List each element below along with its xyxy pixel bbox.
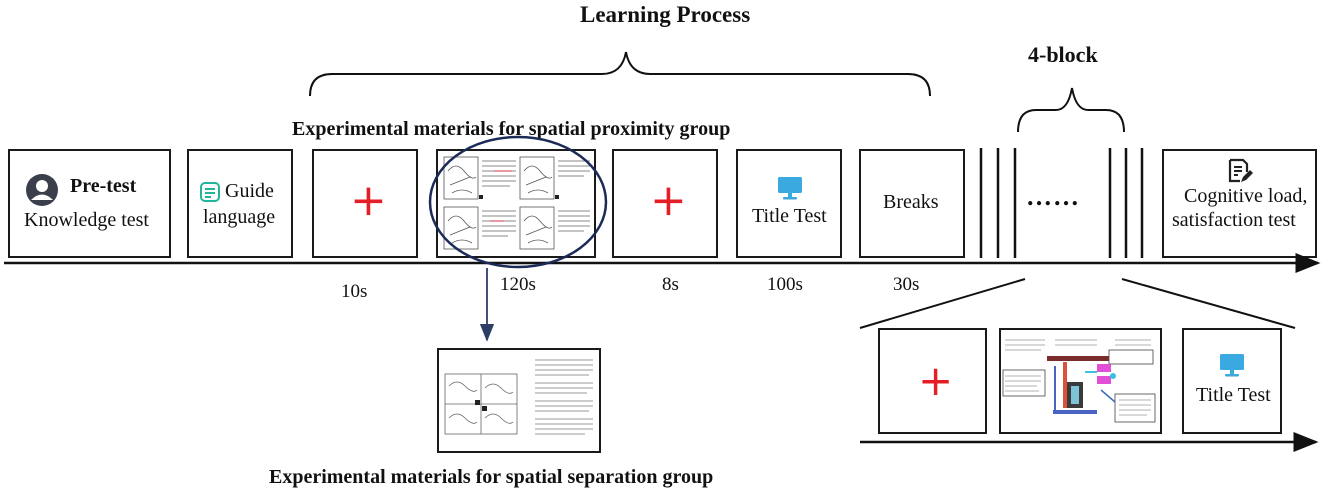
highlight-ellipse (428, 135, 608, 269)
fixation-cross: + (918, 356, 954, 405)
monitor-icon (1218, 352, 1246, 378)
circuit-material-image (1002, 339, 1156, 423)
duration-breaks: 30s (893, 274, 920, 295)
monitor-icon (776, 175, 804, 201)
edit-document-icon (1225, 157, 1253, 185)
final-test-line1: Cognitive load, (1184, 185, 1308, 207)
guide-line1: Guide (225, 180, 274, 202)
pretest-box: Pre-test Knowledge test (8, 149, 171, 258)
comic-material-image (443, 156, 590, 250)
zoom-title-test-box: Title Test (1182, 328, 1282, 434)
guide-box: Guide language (187, 149, 293, 258)
pretest-subtitle: Knowledge test (24, 209, 149, 231)
duration-material: 120s (500, 274, 536, 295)
person-icon (25, 173, 59, 207)
zoom-line-right (1121, 278, 1296, 329)
zoom-line-left (859, 278, 1026, 329)
pretest-title: Pre-test (70, 175, 137, 197)
zoom-fixation-box: + (878, 328, 987, 434)
proximity-group-label: Experimental materials for spatial proxi… (292, 118, 731, 140)
title-test-box: Title Test (736, 149, 842, 258)
fixation-box-2: + (612, 149, 718, 258)
fixation-cross: + (650, 175, 687, 226)
separation-group-label: Experimental materials for spatial separ… (269, 466, 714, 488)
diagram-title: Learning Process (580, 2, 751, 27)
duration-fixation-1: 10s (341, 281, 368, 302)
separated-material-image (444, 359, 593, 435)
zoom-material-box (999, 328, 1162, 434)
block-brace (1017, 87, 1125, 133)
fixation-box-1: + (312, 149, 418, 258)
guide-line2: language (203, 206, 276, 228)
final-test-line2: satisfaction test (1172, 209, 1296, 231)
separation-material-box (437, 348, 601, 453)
duration-fixation-2: 8s (662, 274, 679, 295)
document-icon (199, 181, 221, 203)
learning-process-brace (309, 51, 931, 97)
fixation-cross: + (350, 175, 387, 226)
title-test-label: Title Test (752, 205, 827, 227)
proximity-material-box (436, 149, 596, 258)
block-label: 4-block (1028, 42, 1098, 67)
breaks-box: Breaks (859, 149, 965, 258)
block-separator-bars (979, 148, 1144, 258)
zoom-title-test-label: Title Test (1196, 384, 1271, 406)
final-test-box: Cognitive load, satisfaction test (1162, 149, 1317, 258)
breaks-label: Breaks (883, 191, 939, 213)
duration-title-test: 100s (767, 274, 803, 295)
ellipsis: …… (1026, 182, 1080, 211)
